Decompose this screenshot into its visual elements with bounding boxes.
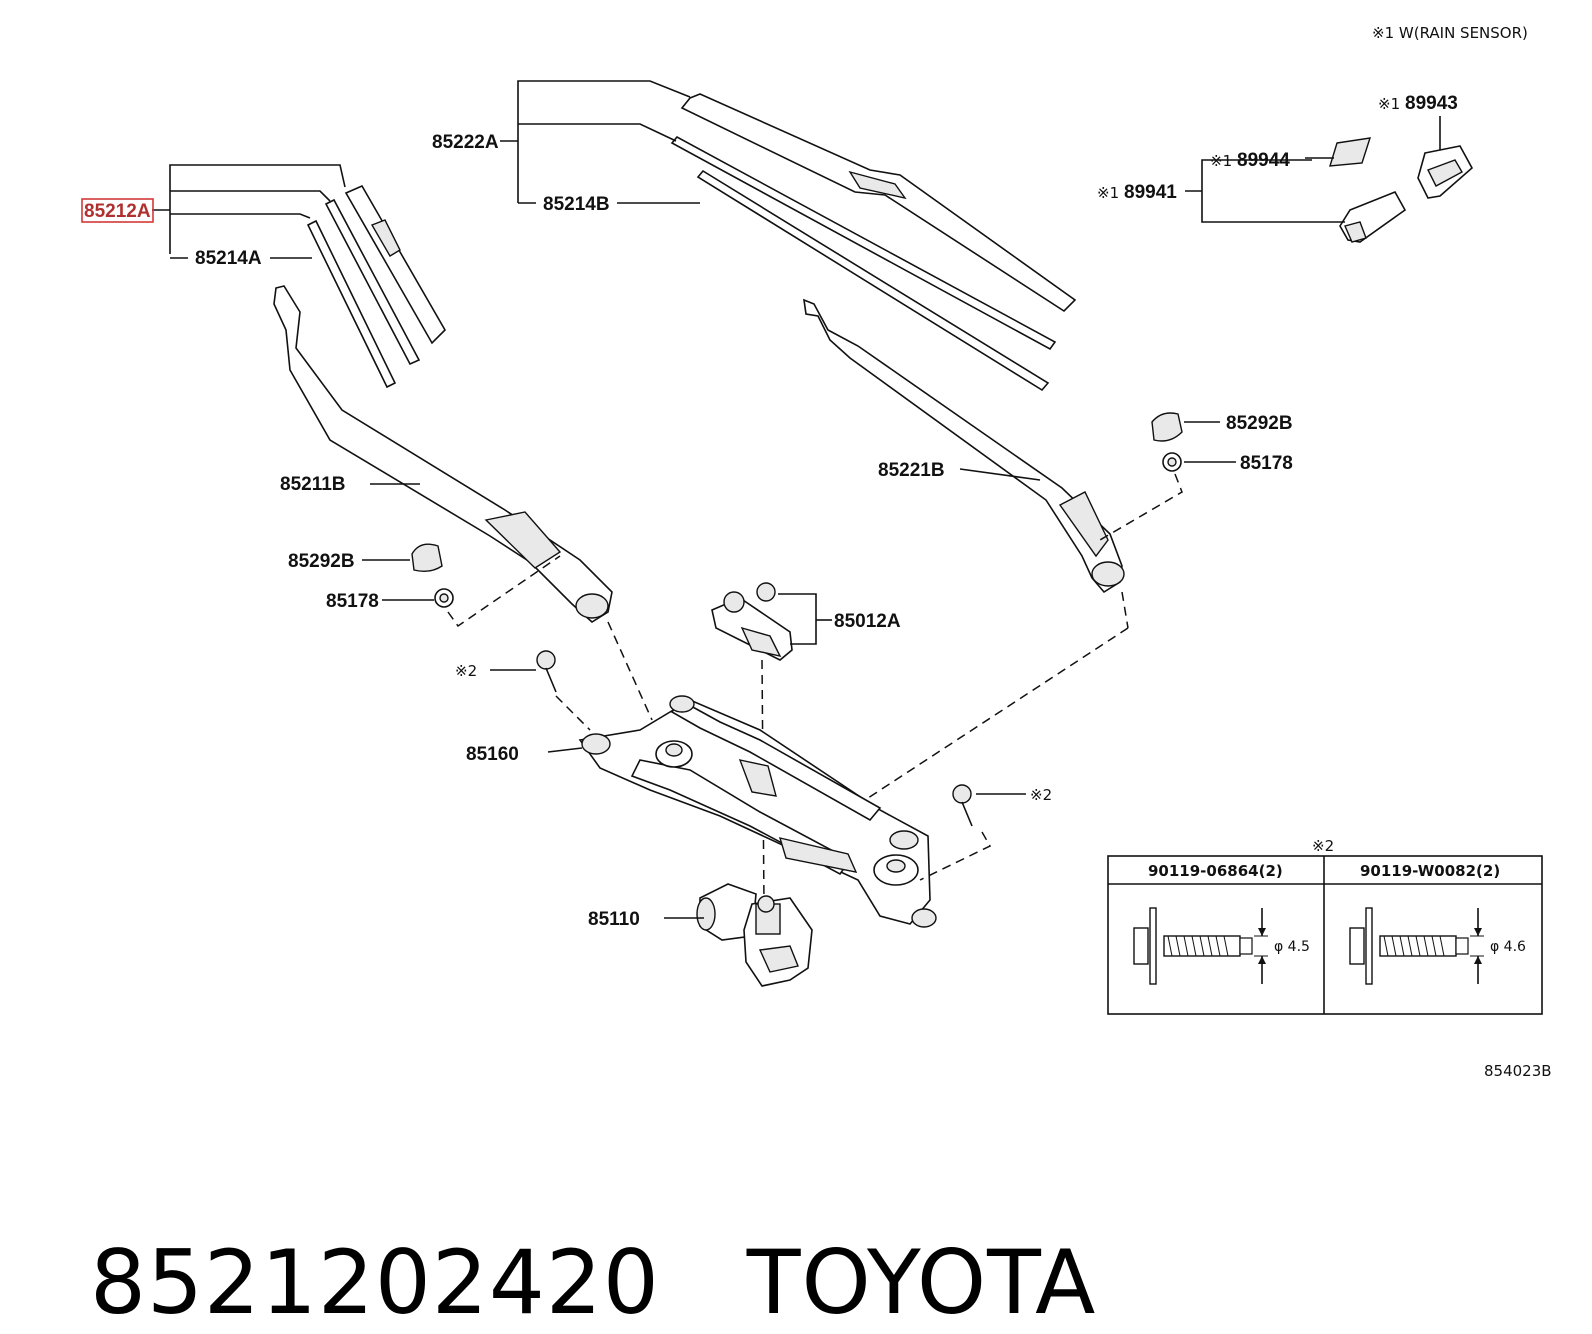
right-arm-assembly: 85221B 85292B 85178 bbox=[803, 298, 1293, 801]
highlight-box-85212A bbox=[81, 198, 154, 223]
label-85292B-right[interactable]: 85292B bbox=[1226, 413, 1293, 434]
label-85178-right[interactable]: 85178 bbox=[1240, 453, 1293, 474]
bolt-drawing-1: φ 4.5 bbox=[1133, 907, 1310, 985]
label-85211B[interactable]: 85211B bbox=[280, 474, 346, 495]
label-85178-left[interactable]: 85178 bbox=[326, 591, 379, 612]
label-85212A[interactable]: 85212A bbox=[84, 201, 151, 222]
rain-sensor-note: ※1 W(RAIN SENSOR) bbox=[1372, 24, 1528, 42]
bolt-drawing-2: φ 4.6 bbox=[1349, 907, 1526, 985]
bolt-col1-dim: φ 4.5 bbox=[1274, 939, 1310, 955]
bolt-col1-header: 90119-06864(2) bbox=[1148, 862, 1283, 880]
caption-brand: TOYOTA bbox=[746, 1231, 1097, 1334]
label-85012A[interactable]: 85012A bbox=[834, 611, 901, 632]
label-85214A[interactable]: 85214A bbox=[195, 248, 262, 269]
label-85292B-left[interactable]: 85292B bbox=[288, 551, 355, 572]
label-85160[interactable]: 85160 bbox=[466, 744, 519, 765]
caption-part-number: 8521202420 bbox=[89, 1231, 660, 1334]
label-85221B[interactable]: 85221B bbox=[878, 460, 945, 481]
wiper-linkage: ※2 85160 ※2 bbox=[455, 650, 1052, 928]
rain-sensor-parts: ※1 89943 ※1 89944 ※1 89941 bbox=[1097, 93, 1474, 243]
bolt-table-title: ※2 bbox=[1312, 837, 1334, 855]
mark2-left: ※2 bbox=[455, 662, 477, 680]
right-blade-assembly: 85222A 85214B bbox=[432, 80, 1077, 392]
label-89941[interactable]: 89941 bbox=[1124, 182, 1177, 203]
bolt-spec-table: ※2 90119-06864(2) 90119-W0082(2) φ 4.5 bbox=[1107, 837, 1543, 1015]
drawing-number: 854023B bbox=[1484, 1062, 1552, 1080]
mark2-right: ※2 bbox=[1030, 786, 1052, 804]
mark1-89944: ※1 bbox=[1210, 152, 1232, 170]
wiper-motor: 85110 bbox=[588, 883, 813, 987]
label-85214B[interactable]: 85214B bbox=[543, 194, 610, 215]
left-blade-assembly: 85212A 85214A bbox=[81, 164, 446, 389]
left-arm-assembly: 85211B 85292B 85178 bbox=[273, 285, 653, 721]
bolt-col2-header: 90119-W0082(2) bbox=[1360, 862, 1500, 880]
caption: 8521202420 TOYOTA bbox=[32, 1128, 1096, 1334]
bolt-col2-dim: φ 4.6 bbox=[1490, 939, 1526, 955]
mark1-89941: ※1 bbox=[1097, 184, 1119, 202]
label-85222A[interactable]: 85222A bbox=[432, 132, 499, 153]
mark1-89943: ※1 bbox=[1378, 95, 1400, 113]
label-85110[interactable]: 85110 bbox=[588, 909, 640, 930]
label-89943[interactable]: 89943 bbox=[1405, 93, 1458, 114]
